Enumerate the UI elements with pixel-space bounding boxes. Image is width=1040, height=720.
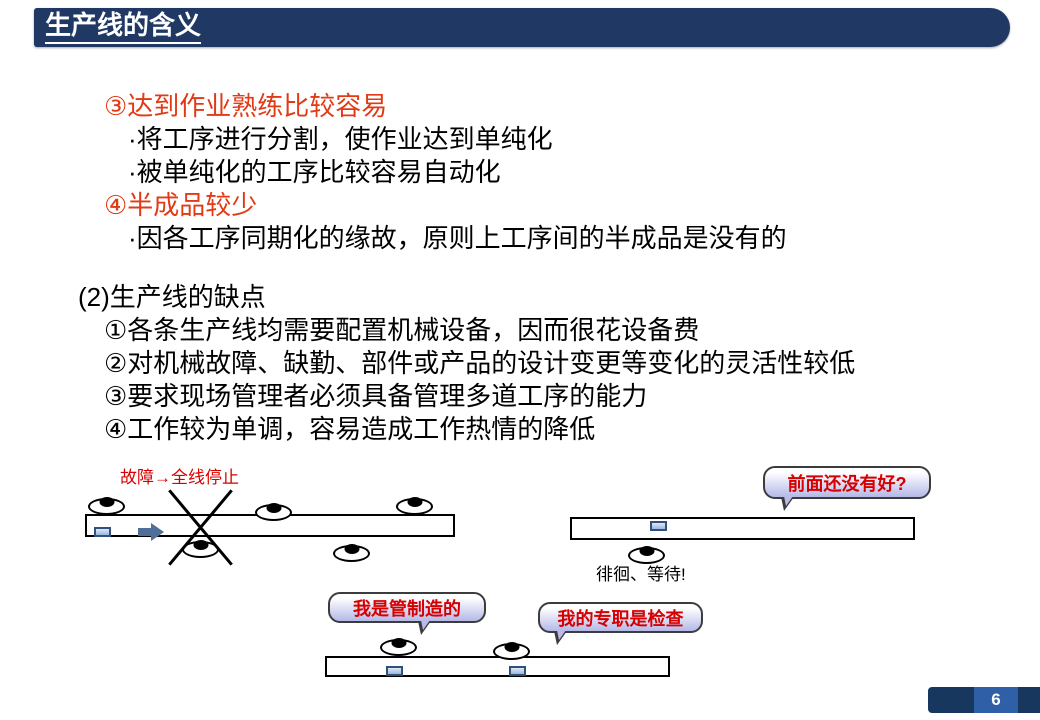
speech-bubble-inspection: 我的专职是检查 <box>538 602 703 645</box>
point3-item-1: ·将工序进行分割，使作业达到单纯化 <box>128 124 553 154</box>
point3-heading: ③达到作业熟练比较容易 <box>104 91 388 121</box>
speech-bubble-text: 我是管制造的 <box>353 598 461 619</box>
speech-bubble-text: 前面还没有好? <box>787 473 907 494</box>
section2-item-3: ③要求现场管理者必须具备管理多道工序的能力 <box>104 381 648 411</box>
worker-icon <box>396 498 433 515</box>
fault-label: 故障→全线停止 <box>120 468 239 487</box>
section2-item-4: ④工作较为单调，容易造成工作热情的降低 <box>104 414 596 444</box>
page-number-text: 6 <box>991 690 1001 709</box>
flow-arrow-icon <box>138 523 166 541</box>
speech-bubble-waiting: 前面还没有好? <box>763 466 931 511</box>
worker-icon <box>333 545 370 562</box>
point3-item-2: ·被单纯化的工序比较容易自动化 <box>128 157 501 187</box>
slide-title: 生产线的含义 <box>45 10 202 45</box>
product-icon <box>509 666 526 676</box>
section2-item-1: ①各条生产线均需要配置机械设备，因而很花设备费 <box>104 315 700 345</box>
section2-item-2: ②对机械故障、缺勤、部件或产品的设计变更等变化的灵活性较低 <box>104 348 856 378</box>
worker-icon <box>628 547 665 564</box>
body-content: ③达到作业熟练比较容易 ·将工序进行分割，使作业达到单纯化 ·被单纯化的工序比较… <box>0 90 1040 446</box>
product-icon <box>94 527 111 537</box>
point4-heading: ④半成品较少 <box>104 190 258 220</box>
section2-heading: (2)生产线的缺点 <box>78 282 266 312</box>
worker-icon <box>255 504 292 521</box>
arrow-shaft <box>138 528 151 536</box>
worker-icon <box>88 498 125 515</box>
page-number-badge: 6 <box>974 687 1018 713</box>
product-icon <box>650 521 667 531</box>
point4-item-1: ·因各工序同期化的缘故，原则上工序间的半成品是没有的 <box>128 223 787 253</box>
worker-icon <box>380 639 417 656</box>
product-icon <box>386 666 403 676</box>
wander-label: 徘徊、等待! <box>596 565 686 584</box>
conveyor-line-right <box>570 517 915 540</box>
worker-icon <box>493 643 530 660</box>
speech-bubble-text: 我的专职是检查 <box>557 608 684 629</box>
speech-bubble-manufacturing: 我是管制造的 <box>328 592 486 635</box>
title-bar: 生产线的含义 <box>34 8 1010 47</box>
conveyor-line-bottom <box>325 656 670 677</box>
arrow-tip <box>151 523 164 541</box>
